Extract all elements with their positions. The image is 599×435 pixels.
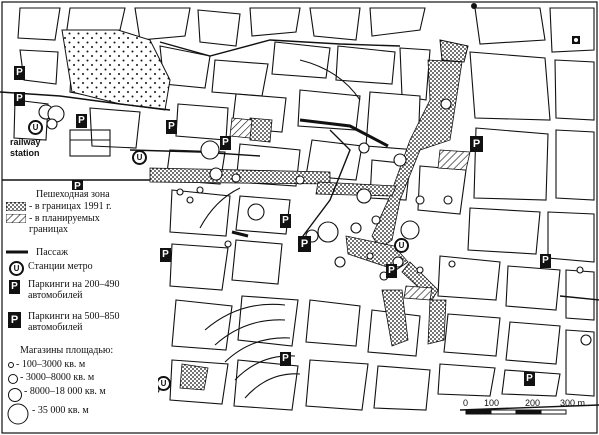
parking-marker[interactable]: P [76,114,87,128]
parking-marker[interactable]: P [72,180,83,194]
passages [231,118,389,238]
parking-marker[interactable]: P [166,120,177,134]
metro-station-marker[interactable]: U [132,150,147,165]
scale-tick-100: 100 [484,398,500,408]
scale-bar [465,409,567,415]
parking-marker[interactable]: P [280,214,291,228]
scale-tick-200: 200 [525,398,541,408]
parking-marker-large[interactable]: P [298,236,311,252]
parking-large-icon: P [8,312,21,328]
parking-marker[interactable]: P [280,352,291,366]
park-areas [61,29,469,111]
streets [0,39,599,411]
scale-tick-0: 0 [463,398,469,408]
scale-tick-300: 300 m [560,398,586,408]
parking-marker[interactable]: P [14,66,25,80]
map-legend: Пешеходная зона - в границах 1991 г. - в… [6,189,158,430]
parking-marker[interactable]: P [160,248,171,262]
railway-station [69,129,111,157]
map-dots [471,3,580,44]
pedestrian-zone-planned [229,117,471,301]
metro-station-marker[interactable]: U [156,376,171,391]
shop-circle-xlarge-icon [7,403,29,425]
railway-label-line-2: station [10,148,40,158]
parking-marker[interactable]: P [386,264,397,278]
metro-icon: U [9,261,24,276]
metro-station-marker[interactable]: U [28,120,43,135]
shop-circle-small-icon [8,362,14,368]
parking-marker-large[interactable]: P [470,136,483,152]
parking-marker[interactable]: P [14,92,25,106]
railway-label: railway station [10,138,41,158]
parking-marker[interactable]: P [220,136,231,150]
parking-icon: P [9,280,20,294]
railway-label-line-1: railway [10,137,41,147]
parking-marker[interactable]: P [540,254,551,268]
pedestrian-1991-swatch [6,202,26,211]
parking-marker[interactable]: P [524,372,535,386]
passage-line-swatch [6,250,28,254]
shop-circle-medium-icon [8,374,18,384]
pedestrian-planned-swatch [6,214,26,223]
shop-circle-large-icon [8,388,22,402]
metro-station-marker[interactable]: U [394,238,409,253]
shop-circles [38,98,592,394]
